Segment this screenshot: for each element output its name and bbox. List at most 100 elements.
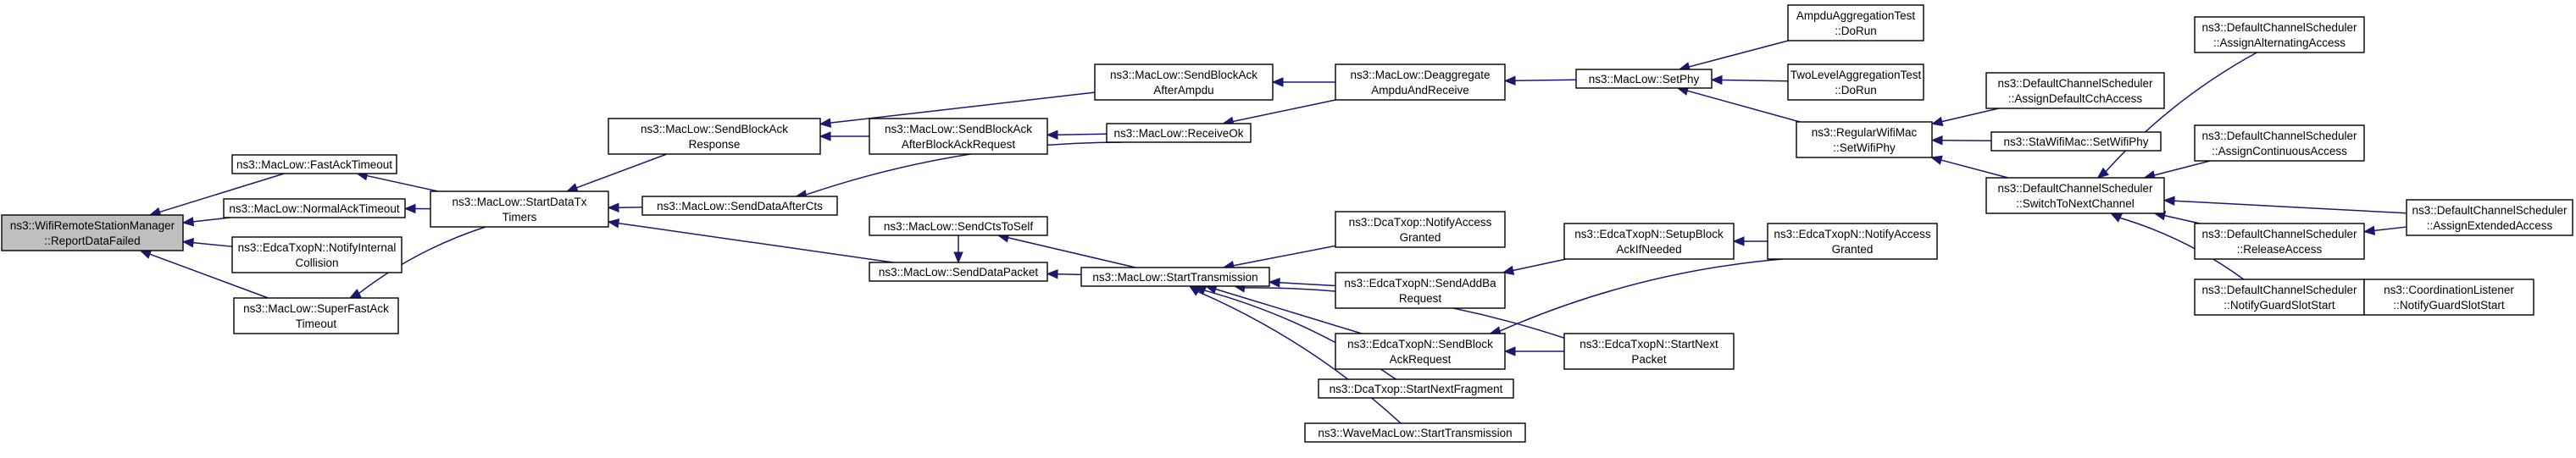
node-box[interactable] xyxy=(869,262,1048,282)
edge-n26-to-n17 xyxy=(1499,258,1783,332)
node-n29[interactable]: ns3::DefaultChannelScheduler::SwitchToNe… xyxy=(1985,177,2165,214)
node-box[interactable] xyxy=(608,118,821,155)
node-box[interactable] xyxy=(1767,223,1938,260)
node-label-line: ::NotifyGuardSlotStart xyxy=(2223,299,2335,312)
edge-n13-to-n10 xyxy=(1057,133,1108,135)
node-box[interactable] xyxy=(1304,422,1526,443)
node-n10[interactable]: ns3::MacLow::SendBlockAckAfterBlockAckRe… xyxy=(869,118,1048,155)
edge-n32-to-n29 xyxy=(2164,214,2201,224)
node-n20[interactable]: ns3::MacLow::SetPhy xyxy=(1575,69,1713,89)
node-n18[interactable]: ns3::DcaTxop::StartNextFragment xyxy=(1318,378,1514,399)
node-n8[interactable]: ns3::MacLow::SendDataPacket xyxy=(869,262,1048,282)
node-n0[interactable]: ns3::WifiRemoteStationManager::ReportDat… xyxy=(1,214,184,251)
edge-n31-to-n29 xyxy=(2154,160,2211,176)
node-box[interactable] xyxy=(2363,279,2534,316)
node-label-line: ns3::MacLow::StartTransmission xyxy=(1092,271,1257,284)
node-box[interactable] xyxy=(2194,279,2365,316)
node-box[interactable] xyxy=(430,190,609,228)
node-box[interactable] xyxy=(1106,123,1252,143)
node-label-line: ns3::MacLow::Deaggregate xyxy=(1350,69,1490,81)
node-n32[interactable]: ns3::DefaultChannelScheduler::ReleaseAcc… xyxy=(2194,223,2365,260)
node-n13[interactable]: ns3::MacLow::ReceiveOk xyxy=(1106,123,1252,143)
node-box[interactable] xyxy=(231,236,402,273)
node-box[interactable] xyxy=(1080,267,1270,287)
node-n2[interactable]: ns3::MacLow::NormalAckTimeout xyxy=(223,198,406,218)
node-box[interactable] xyxy=(231,154,397,174)
node-label-line: TwoLevelAggregationTest xyxy=(1790,69,1922,81)
root-node-box[interactable] xyxy=(1,214,184,251)
node-n19[interactable]: ns3::WaveMacLow::StartTransmission xyxy=(1304,422,1526,443)
node-n12[interactable]: ns3::MacLow::StartTransmission xyxy=(1080,267,1270,287)
node-box[interactable] xyxy=(641,196,838,216)
node-n25[interactable]: ns3::RegularWifiMac::SetWifiPhy xyxy=(1796,121,1933,158)
node-n33[interactable]: ns3::DefaultChannelScheduler::NotifyGuar… xyxy=(2194,279,2365,316)
node-n24[interactable]: TwoLevelAggregationTest::DoRun xyxy=(1787,63,1924,101)
edge-n30-to-n29 xyxy=(2105,52,2257,173)
node-box[interactable] xyxy=(2194,124,2365,162)
node-box[interactable] xyxy=(1787,4,1924,41)
edge-n9-to-n6 xyxy=(830,91,1096,124)
node-label-line: ns3::WifiRemoteStationManager xyxy=(10,219,175,232)
node-n27[interactable]: ns3::DefaultChannelScheduler::AssignDefa… xyxy=(1985,72,2165,109)
arrowhead-n24-to-n20 xyxy=(1710,74,1723,86)
node-n28[interactable]: ns3::StaWifiMac::SetWifiPhy xyxy=(1990,131,2162,152)
node-box[interactable] xyxy=(869,216,1048,236)
node-box[interactable] xyxy=(1335,63,1506,101)
node-box[interactable] xyxy=(1318,378,1514,399)
node-box[interactable] xyxy=(1563,333,1735,370)
edge-n25-to-n20 xyxy=(1687,90,1801,123)
node-label-line: ns3::MacLow::SendDataAfterCts xyxy=(657,200,823,212)
edge-n33-to-n29 xyxy=(2119,217,2245,280)
arrowhead-n12-to-n8 xyxy=(1046,269,1058,279)
node-n31[interactable]: ns3::DefaultChannelScheduler::AssignCont… xyxy=(2194,124,2365,162)
node-box[interactable] xyxy=(1796,121,1933,158)
edge-n34-to-n32 xyxy=(2373,226,2407,232)
node-n11[interactable]: ns3::MacLow::SendCtsToSelf xyxy=(869,216,1048,236)
node-label-line: ns3::MacLow::SuperFastAck xyxy=(243,302,389,315)
node-label-line: ns3::RegularWifiMac xyxy=(1812,126,1918,139)
node-box[interactable] xyxy=(2194,16,2365,53)
node-n1[interactable]: ns3::MacLow::FastAckTimeout xyxy=(231,154,397,174)
node-n30[interactable]: ns3::DefaultChannelScheduler::AssignAlte… xyxy=(2194,16,2365,53)
node-label-line: ns3::DefaultChannelScheduler xyxy=(1997,182,2153,195)
node-box[interactable] xyxy=(223,198,406,218)
node-label-line: ns3::MacLow::SendBlockAck xyxy=(641,123,788,135)
node-n23[interactable]: AmpduAggregationTest::DoRun xyxy=(1787,4,1924,41)
node-box[interactable] xyxy=(1985,177,2165,214)
node-n7[interactable]: ns3::MacLow::SendDataAfterCts xyxy=(641,196,838,216)
edge-n23-to-n20 xyxy=(1689,40,1789,68)
node-box[interactable] xyxy=(1575,69,1713,89)
node-label-line: ::AssignContinuousAccess xyxy=(2212,145,2347,157)
arrowhead-n4-to-n0 xyxy=(139,249,153,259)
node-box[interactable] xyxy=(2406,199,2573,236)
node-n34[interactable]: ns3::DefaultChannelScheduler::AssignExte… xyxy=(2406,199,2573,236)
arrowhead-n14-to-n9 xyxy=(1271,77,1284,87)
node-box[interactable] xyxy=(1335,272,1506,309)
edge-n29-to-n25 xyxy=(1940,159,2008,179)
node-label-line: AmpduAggregationTest xyxy=(1796,9,1916,22)
node-box[interactable] xyxy=(1985,72,2165,109)
node-box[interactable] xyxy=(2194,223,2365,260)
node-box[interactable] xyxy=(233,297,399,334)
node-box[interactable] xyxy=(1563,223,1735,260)
node-box[interactable] xyxy=(1990,131,2162,152)
node-box[interactable] xyxy=(1787,63,1924,101)
node-box[interactable] xyxy=(1335,333,1506,370)
node-n35[interactable]: ns3::CoordinationListener::NotifyGuardSl… xyxy=(2363,279,2534,316)
node-box[interactable] xyxy=(1335,211,1506,248)
node-box[interactable] xyxy=(1094,63,1274,101)
node-label-line: ::ReleaseAccess xyxy=(2237,243,2323,256)
node-box[interactable] xyxy=(869,118,1048,155)
